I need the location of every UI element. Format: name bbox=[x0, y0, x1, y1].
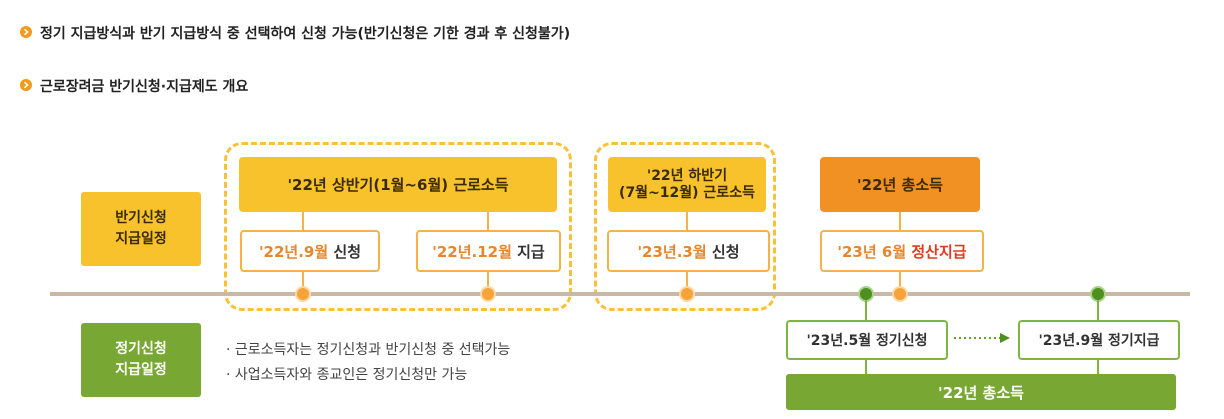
connector bbox=[487, 212, 489, 230]
timeline-dot bbox=[679, 286, 695, 302]
note-business-religious: · 사업소득자와 종교인은 정기신청만 가능 bbox=[226, 367, 468, 383]
regular-apply-box: '23년.5월 정기신청 bbox=[786, 320, 948, 360]
second-half-income-box: '22년 하반기(7월~12월) 근로소득 bbox=[608, 157, 766, 212]
bullet-chevron-icon bbox=[20, 79, 32, 91]
timeline-dot bbox=[295, 286, 311, 302]
heading-overview: 근로장려금 반기신청·지급제도 개요 bbox=[40, 79, 249, 95]
connector bbox=[302, 212, 304, 230]
connector bbox=[865, 358, 867, 374]
h1-apply-box: '22년.9월 신청 bbox=[240, 230, 380, 272]
total-income-box: '22년 총소득 bbox=[820, 157, 980, 212]
connector bbox=[686, 212, 688, 230]
connector bbox=[1097, 358, 1099, 374]
second-half-group bbox=[594, 142, 776, 311]
connector bbox=[899, 212, 901, 230]
h1-pay-box: '22년.12월 지급 bbox=[416, 230, 561, 272]
regular-total-income-bar: '22년 총소득 bbox=[786, 374, 1176, 410]
connector bbox=[899, 270, 901, 292]
bullet-chevron-icon bbox=[20, 26, 32, 38]
connector bbox=[1097, 300, 1099, 320]
connector bbox=[865, 300, 867, 320]
dotted-arrow-right-icon bbox=[954, 333, 1010, 343]
regular-pay-box: '23년.9월 정기지급 bbox=[1018, 320, 1180, 360]
connector bbox=[302, 270, 304, 292]
first-half-group bbox=[224, 142, 572, 311]
connector bbox=[487, 270, 489, 292]
connector bbox=[686, 270, 688, 292]
timeline-dot bbox=[892, 286, 908, 302]
h2-apply-box: '23년.3월 신청 bbox=[607, 230, 770, 272]
first-half-income-box: '22년 상반기(1월~6월) 근로소득 bbox=[239, 157, 557, 212]
timeline-dot bbox=[480, 286, 496, 302]
note-earners-choice: · 근로소득자는 정기신청과 반기신청 중 선택가능 bbox=[226, 342, 511, 358]
heading-payment-methods: 정기 지급방식과 반기 지급방식 중 선택하여 신청 가능(반기신청은 기한 경… bbox=[40, 26, 571, 42]
settlement-box: '23년 6월 정산지급 bbox=[820, 230, 984, 272]
timeline-axis bbox=[50, 292, 1190, 296]
